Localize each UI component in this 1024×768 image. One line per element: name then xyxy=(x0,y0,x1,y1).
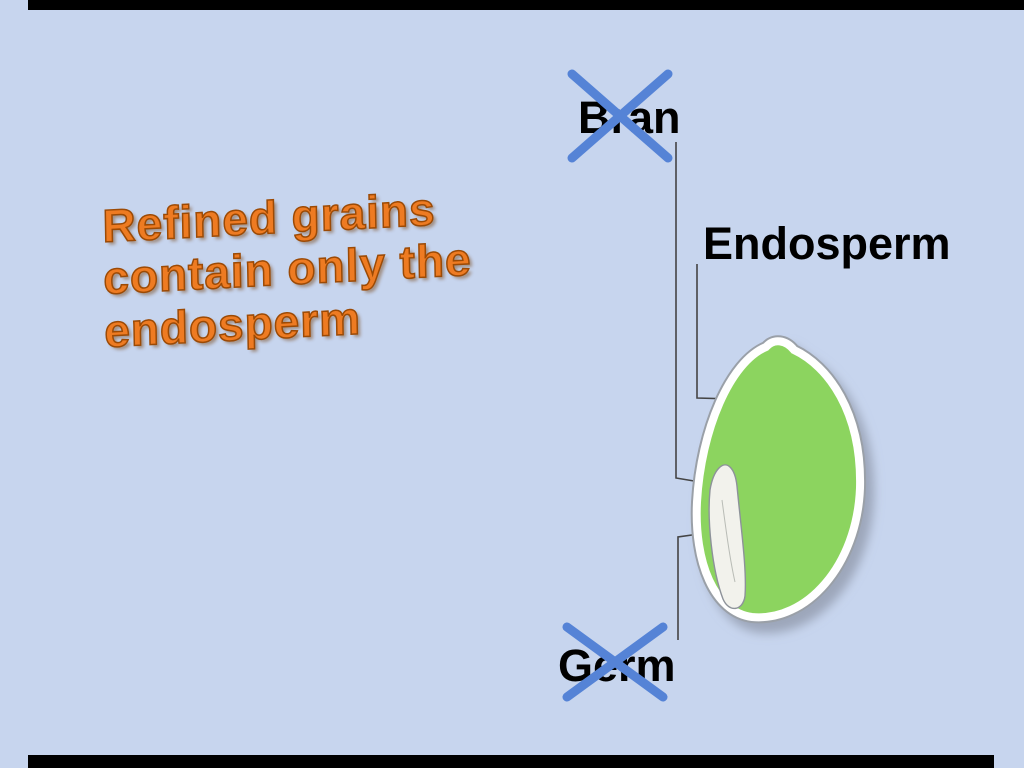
top-black-bar xyxy=(28,0,1024,10)
label-bran: Bran xyxy=(578,92,681,143)
grain-kernel-edge xyxy=(690,335,867,624)
germ-shape xyxy=(708,464,747,610)
grain-kernel-shape xyxy=(692,337,865,622)
grain-kernel xyxy=(690,335,867,624)
germ-leader-line xyxy=(677,533,700,640)
endosperm-leader-line xyxy=(696,264,769,401)
label-germ: Germ xyxy=(558,640,676,691)
label-endosperm: Endosperm xyxy=(703,218,951,269)
slide-title: Refined grains contain only the endosper… xyxy=(101,175,574,358)
bottom-black-bar xyxy=(28,755,994,768)
germ-detail-line xyxy=(721,499,736,583)
bran-leader-line xyxy=(675,142,695,482)
